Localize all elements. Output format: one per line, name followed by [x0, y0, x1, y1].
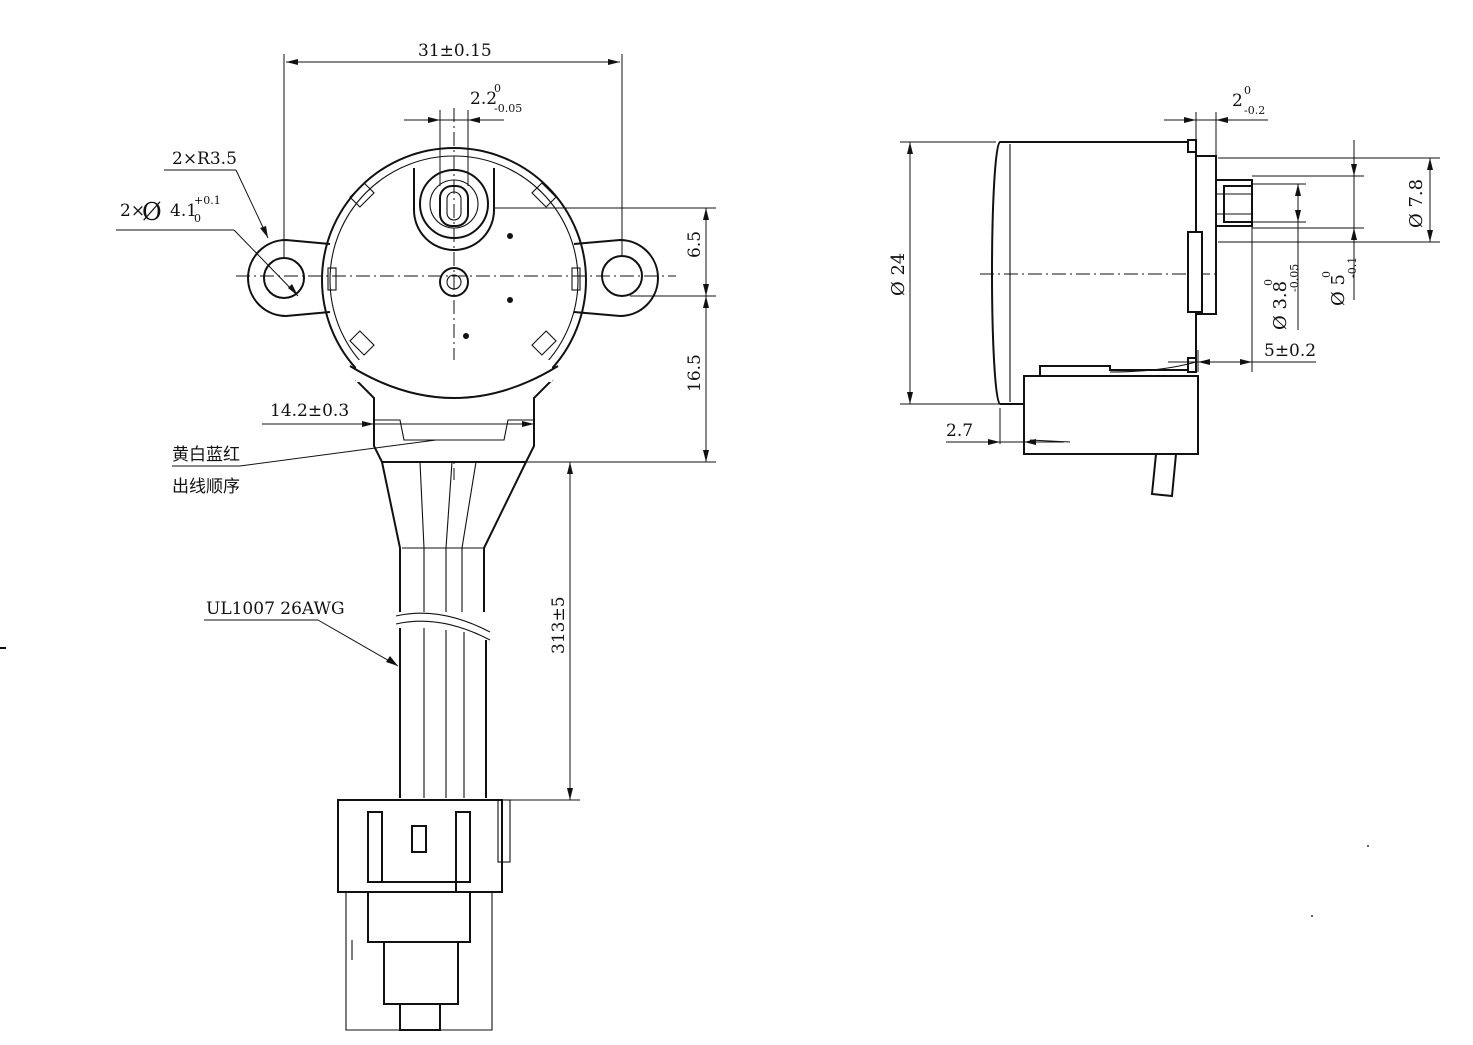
dim-shaft-label: Ø 3.8 [1270, 281, 1291, 330]
wire-exit-neck [355, 379, 553, 463]
output-shaft-flat [439, 185, 469, 227]
dim-diameter-24-label: Ø 24 [888, 253, 909, 296]
side-wire-stub [1150, 453, 1177, 498]
dim-shaft-flat: 2.2 0 -0.05 [404, 82, 522, 186]
body-tabs [327, 182, 581, 356]
stray-dot [1311, 915, 1313, 917]
small-hole-2 [507, 297, 513, 303]
dim-shaft-length: 5±0.2 [1168, 226, 1316, 372]
dim-hub-label: Ø 5 [1328, 274, 1349, 306]
side-body [991, 141, 1197, 405]
dim-shaft-length-label: 5±0.2 [1264, 341, 1316, 361]
leader-radius: 2×R3.5 [164, 149, 269, 239]
side-connector [1023, 375, 1199, 455]
neck-shoulder [349, 365, 559, 399]
gear-boss [413, 168, 495, 251]
connector-edge [1109, 361, 1197, 373]
mounting-hole-left [263, 257, 305, 299]
wire-spec-label: UL1007 26AWG [206, 599, 345, 619]
dim-shaft-flat-label: 2.2 [470, 89, 497, 109]
dim-boss-label: 2 [1232, 91, 1243, 111]
center-pivot-inner [446, 274, 462, 290]
mounting-flange [247, 238, 659, 318]
dim-radius-label: 2×R3.5 [172, 149, 237, 169]
center-pivot [439, 267, 469, 297]
dim-heights: 6.5 16.5 [494, 207, 716, 463]
wire-order-line1: 黄白蓝红 [172, 445, 240, 465]
side-view: Ø 24 2.7 2 0 -0.2 [888, 84, 1440, 498]
dim-wire-length-label: 313±5 [549, 596, 569, 654]
dim-hub-sup: 0 [1320, 271, 1333, 278]
dim-width-label: 31±0.15 [418, 41, 492, 61]
dim-height-bottom-label: 16.5 [685, 354, 705, 392]
wire-spec-note: UL1007 26AWG [204, 599, 399, 667]
dim-offset-label: 2.7 [946, 421, 973, 441]
dim-shaft-sub: -0.05 [1288, 264, 1301, 292]
small-hole-3 [463, 333, 469, 339]
stray-dot [1367, 845, 1369, 847]
dim-width-31: 31±0.15 [283, 41, 623, 258]
wire-connector [337, 799, 511, 1031]
side-shaft [1223, 185, 1253, 223]
dim-outer-78: Ø 7.8 [1218, 157, 1440, 243]
dim-hub-5: Ø 5 0 -0.1 [1252, 140, 1364, 306]
bottom-lug [1187, 357, 1197, 373]
dim-hub-sub: -0.1 [1346, 257, 1359, 278]
wire-bundle [381, 461, 527, 798]
dim-shaft-38: Ø 3.8 0 -0.05 [1252, 183, 1306, 330]
dim-hole-sub: 0 [194, 212, 201, 225]
dim-height-top-label: 6.5 [685, 231, 705, 258]
small-hole-1 [507, 233, 513, 239]
dim-wire-length: 313±5 [510, 461, 580, 801]
dim-offset: 2.7 [946, 408, 1064, 454]
wire-order-note: 黄白蓝红 出线顺序 [172, 439, 437, 497]
leader-hole: 2× Ø 4.1 +0.1 0 [116, 194, 299, 297]
shaft-collar [419, 169, 489, 239]
neck-inner-edge [374, 419, 534, 441]
wire-order-line2: 出线顺序 [172, 477, 240, 497]
dim-hole-label: 4.1 [170, 201, 197, 221]
dim-diameter-24: Ø 24 [888, 141, 1000, 405]
dim-shaft-sup: 0 [1262, 279, 1275, 286]
dim-boss-depth: 2 0 -0.2 [1164, 84, 1268, 156]
output-shaft-core [446, 191, 462, 221]
front-view: 31±0.15 2.2 0 -0.05 2×R3.5 2× Ø 4 [0, 41, 716, 1031]
dim-boss-sub: -0.2 [1244, 104, 1265, 117]
top-lug [1187, 139, 1197, 153]
dim-neck-width: 14.2±0.3 [262, 401, 535, 430]
shaft-collar-inner [429, 179, 479, 229]
dim-outer-label: Ø 7.8 [1406, 179, 1427, 228]
dim-boss-sup: 0 [1244, 84, 1251, 97]
dim-hole-sup: +0.1 [194, 194, 221, 207]
dim-shaft-flat-sup: 0 [494, 82, 501, 95]
dim-hole-prefix: 2× [120, 201, 145, 221]
side-flange [1187, 231, 1203, 313]
diameter-symbol: Ø [142, 198, 162, 226]
dim-neck-width-label: 14.2±0.3 [270, 401, 349, 421]
dim-shaft-flat-sub: -0.05 [494, 102, 522, 115]
